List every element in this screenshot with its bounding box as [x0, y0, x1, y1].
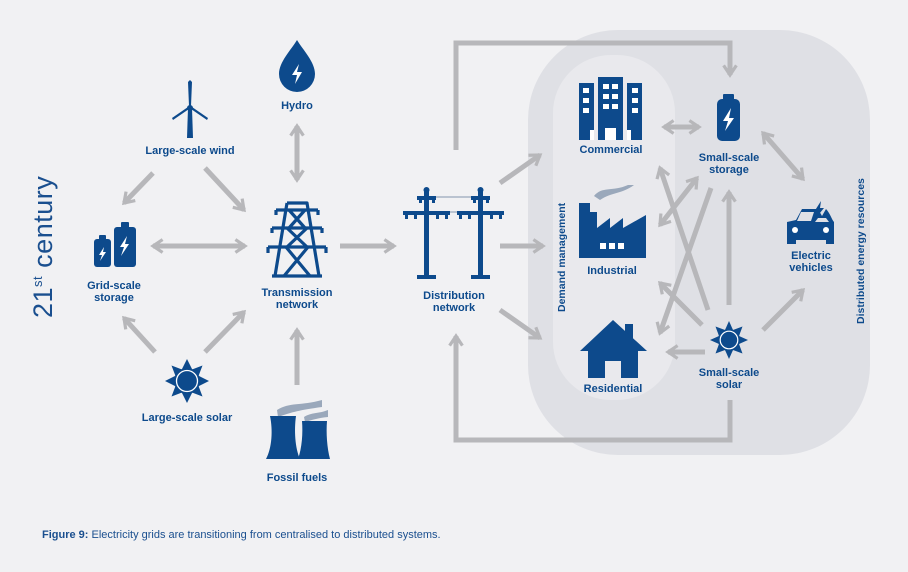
- ev-label-line1: Electric: [791, 250, 831, 262]
- distribution-label-line1: Distribution: [423, 290, 485, 302]
- era-word: century: [28, 175, 58, 276]
- distributed-resources-label: Distributed energy resources: [855, 178, 867, 324]
- arrow-industrial-small-storage: [658, 175, 699, 228]
- arrow-small-solar-to-distribution: [448, 333, 733, 443]
- era-label: 21st century: [28, 176, 59, 318]
- arrow-distribution-to-residential: [498, 307, 543, 341]
- arrow-small-solar-to-commercial: [655, 165, 711, 311]
- water-drop-bolt-icon: [279, 40, 315, 92]
- caption-text: Electricity grids are transitioning from…: [88, 529, 441, 541]
- battery-pair-icon: [94, 222, 136, 267]
- arrow-small-storage-residential: [655, 187, 714, 336]
- sun-icon: [165, 359, 209, 403]
- fossil-label: Fossil fuels: [266, 472, 328, 484]
- small-solar-label-line2: solar: [715, 379, 743, 391]
- factory-icon: [579, 185, 646, 258]
- wind-label: Large-scale wind: [145, 145, 235, 157]
- transmission-label-line2: network: [275, 299, 319, 311]
- grid-storage-label-line1: Grid-scale: [87, 280, 141, 292]
- arrow-small-solar-to-industrial: [657, 280, 704, 327]
- transmission-tower-icon: [266, 201, 328, 278]
- arrow-distribution-to-small-storage: [453, 40, 738, 150]
- small-storage-label-line2: storage: [709, 164, 749, 176]
- arrow-wind-to-grid-storage: [121, 171, 155, 206]
- office-building-icon: [579, 77, 642, 140]
- industrial-label: Industrial: [587, 265, 637, 277]
- transmission-label-line1: Transmission: [261, 287, 333, 299]
- large-solar-label: Large-scale solar: [141, 412, 233, 424]
- arrow-distribution-to-commercial: [498, 152, 543, 186]
- electric-car-icon: [787, 201, 834, 244]
- small-solar-label-line1: Small-scale: [698, 367, 760, 379]
- utility-poles-icon: [403, 187, 504, 279]
- arrow-small-solar-to-ev: [761, 287, 806, 332]
- hydro-label: Hydro: [281, 100, 313, 112]
- sun-icon: [710, 321, 748, 359]
- arrow-large-solar-to-grid-storage: [122, 315, 157, 354]
- battery-icon: [717, 94, 740, 141]
- figure-caption: Figure 9: Electricity grids are transiti…: [42, 529, 441, 541]
- commercial-label: Commercial: [579, 144, 643, 156]
- era-number: 21: [28, 286, 58, 318]
- arrow-large-solar-to-transmission: [203, 309, 247, 354]
- arrow-wind-to-transmission: [203, 166, 246, 213]
- cooling-towers-icon: [266, 400, 330, 459]
- residential-label: Residential: [583, 383, 643, 395]
- arrow-small-storage-ev: [761, 130, 805, 182]
- house-icon: [580, 320, 647, 378]
- demand-management-label: Demand management: [556, 202, 568, 312]
- distribution-label-line2: network: [432, 302, 476, 314]
- caption-prefix: Figure 9:: [42, 529, 89, 541]
- small-storage-label-line1: Small-scale: [698, 152, 760, 164]
- wind-turbine-icon: [172, 80, 208, 138]
- grid-storage-label-line2: storage: [94, 292, 134, 304]
- ev-label-line2: vehicles: [789, 262, 833, 274]
- era-suffix: st: [30, 275, 45, 287]
